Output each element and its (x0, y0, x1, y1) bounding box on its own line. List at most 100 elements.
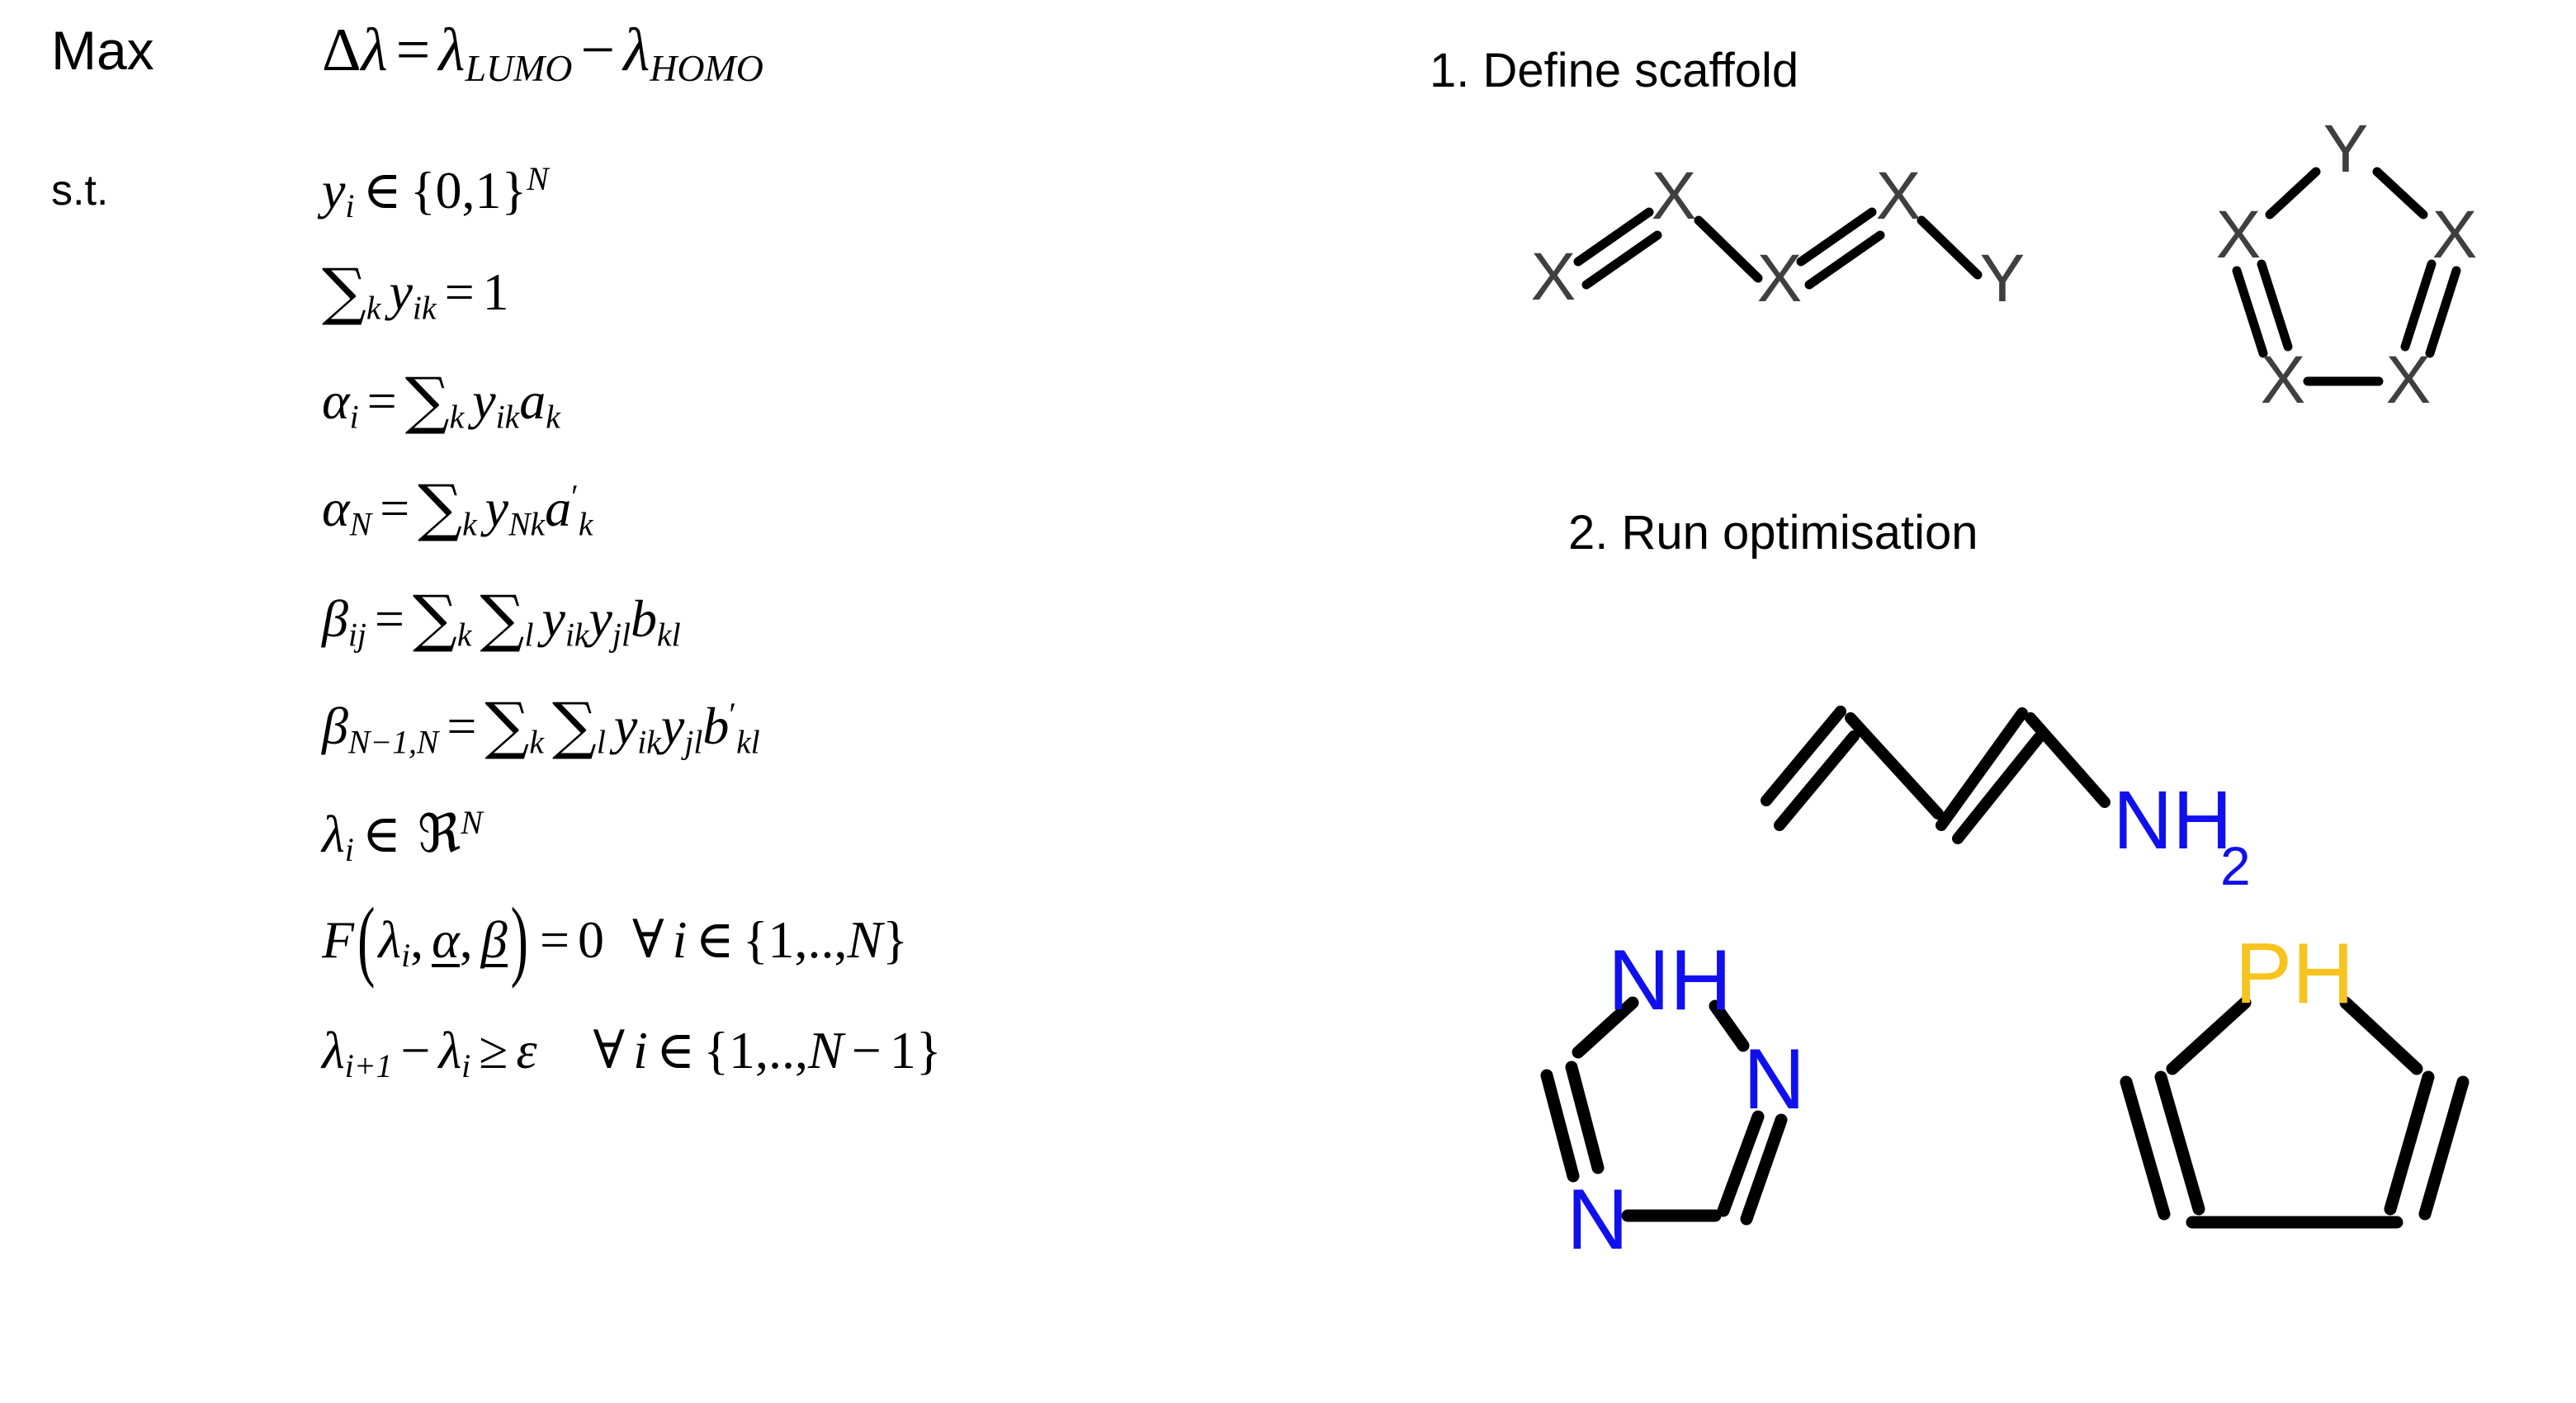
triazole-bond-double-b (1565, 1061, 1605, 1174)
brace-close: } (882, 910, 908, 969)
workflow-panel: 1. Define scaffold X X X X Y (1403, 0, 2576, 1403)
zero-literal: 0 (435, 161, 462, 220)
brace-open: { (703, 1021, 730, 1079)
equals-sign: = (374, 589, 405, 649)
equals-sign: = (447, 697, 477, 756)
subscript-ik: ik (637, 724, 661, 761)
b-prime-symbol: b (702, 697, 730, 756)
lambda-homo-symbol: λ (623, 16, 650, 84)
homo-subscript: HOMO (650, 46, 763, 89)
subscript-N-minus-1-N: N−1,N (347, 724, 439, 761)
ring-bond-Y-XR (2372, 167, 2428, 220)
prime-icon: ′ (729, 697, 737, 734)
y-symbol: y (472, 371, 496, 431)
prime-icon: ′ (571, 479, 579, 516)
subscript-i-plus-1: i+1 (344, 1048, 393, 1085)
comma-4: , (834, 910, 848, 969)
constraint-row-secular-equation: F(λi,α,β)=0∀i∈{1,..,N} (0, 890, 1403, 990)
beta-symbol: β (322, 697, 348, 756)
sum-index-k: k (529, 724, 544, 761)
phosphole-bond-double-Rb (2384, 1070, 2435, 1216)
comma-3: , (755, 1021, 769, 1079)
triazole-label-NH: NH (1608, 933, 1732, 1028)
lambda-symbol-1: λ (322, 1021, 345, 1079)
summation-icon-k: ∑ (404, 364, 450, 437)
y-symbol: y (389, 262, 413, 322)
one-literal: 1 (768, 910, 795, 969)
alpha-symbol: α (322, 479, 350, 538)
five-membered-ring-scaffold: Y X X X X (2216, 116, 2478, 418)
y-symbol: y (322, 161, 346, 220)
one-literal: 1 (729, 1021, 756, 1079)
triazole-bond-NH-C (1572, 996, 1639, 1059)
bond-double-2b (1804, 230, 1885, 290)
brace-open: { (742, 910, 768, 969)
equals-sign: = (380, 479, 410, 538)
delta-symbol: Δ (322, 16, 362, 84)
ring-bond-L-double-a (2232, 266, 2268, 358)
a-prime-symbol: a (545, 479, 572, 538)
phosphole-label-PH: PH (2235, 926, 2354, 1022)
sum-index-k: k (462, 506, 477, 543)
brace-open: { (409, 161, 436, 220)
constraint-row-ordering: λi+1−λi≥ε∀i∈{1,..,N−1} (0, 1007, 1403, 1094)
greater-equal-icon: ≥ (479, 1021, 508, 1079)
bond-double-1b (1581, 230, 1662, 290)
comma-4: , (795, 1021, 809, 1079)
index-i: i (672, 910, 688, 969)
bond-double-2b (1952, 732, 2044, 844)
bond-double-1b (1774, 730, 1860, 831)
lambda-symbol: λ (361, 16, 388, 84)
triazole-bond-NH-N (1709, 999, 1750, 1052)
comma-2: , (459, 910, 473, 969)
lumo-subscript: LUMO (465, 46, 573, 89)
lambda-symbol: λ (378, 910, 402, 969)
real-set-icon: ℜ (418, 805, 461, 863)
y-symbol-2: y (588, 589, 612, 649)
subscript-kl: kl (736, 724, 760, 761)
objective-keyword: Max (51, 20, 154, 81)
triazole-bond-double-a (1540, 1069, 1580, 1183)
bond-double-2a (1936, 707, 2028, 831)
sum-index-k: k (449, 399, 465, 436)
ring-atom-X-upleft: X (2216, 197, 2262, 272)
scaffold-atom-X2: X (1652, 158, 1697, 234)
sum-index-k: k (366, 290, 381, 327)
paren-close: ) (510, 889, 528, 990)
zero-literal: 0 (578, 910, 605, 969)
constraint-secular-equation: F(λi,α,β)=0∀i∈{1,..,N} (322, 890, 908, 990)
summation-icon-k: ∑ (418, 471, 463, 544)
constraint-ordering: λi+1−λi≥ε∀i∈{1,..,N−1} (322, 1020, 942, 1085)
constraint-row-binary-domain: s.t. yi∈{0,1}N (0, 147, 1403, 234)
index-i: i (461, 1048, 471, 1085)
phosphole-bond-double-Ra (2418, 1075, 2470, 1221)
scaffold-atom-Y: Y (1980, 241, 2025, 316)
subscript-ik: ik (565, 616, 589, 654)
constraint-binary-domain: yi∈{0,1}N (322, 160, 549, 225)
ellipsis: .. (807, 910, 834, 969)
index-i: i (345, 188, 355, 225)
F-symbol: F (322, 910, 355, 969)
index-i: i (344, 832, 354, 869)
beta-symbol: β (322, 589, 348, 649)
lambda-symbol-2: λ (438, 1021, 462, 1079)
sum-index-k: k (456, 616, 472, 654)
subscript-ij: ij (347, 616, 366, 654)
epsilon-symbol: ε (516, 1021, 537, 1079)
ring-atom-X-lowleft: X (2261, 342, 2306, 418)
element-of-icon: ∈ (362, 805, 402, 863)
triazole-label-N-right: N (1743, 1032, 1805, 1127)
exponent-N: N (461, 804, 483, 841)
one-literal: 1 (889, 1021, 916, 1079)
element-of-icon: ∈ (695, 910, 735, 969)
step-1-heading: 1. Define scaffold (1430, 44, 1799, 97)
exponent-N: N (527, 160, 549, 197)
scaffold-atom-X4: X (1876, 158, 1921, 234)
